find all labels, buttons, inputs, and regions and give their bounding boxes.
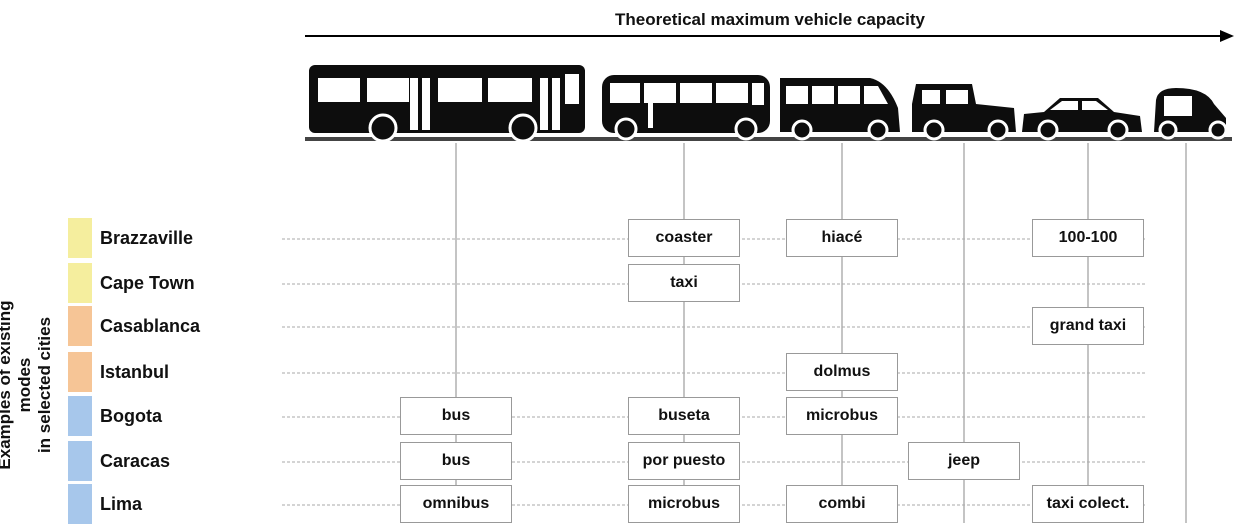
car-icon: [1022, 98, 1142, 141]
capacity-arrow-head: [1220, 30, 1234, 42]
mode-box: por puesto: [628, 442, 740, 480]
city-label: Caracas: [100, 451, 171, 471]
city-label: Casablanca: [100, 316, 201, 336]
mode-box: bus: [400, 442, 512, 480]
city-label: Lima: [100, 494, 143, 514]
region-swatch: [68, 218, 92, 258]
region-swatch: [68, 396, 92, 436]
mode-box: microbus: [786, 397, 898, 435]
ground-line: [305, 137, 1232, 141]
region-swatch: [68, 352, 92, 392]
mode-box: taxi colect.: [1032, 485, 1144, 523]
mode-box: microbus: [628, 485, 740, 523]
mode-box: jeep: [908, 442, 1020, 480]
axis-label: Examples of existing modes in selected c…: [0, 275, 65, 495]
mode-box: coaster: [628, 219, 740, 257]
mode-box: buseta: [628, 397, 740, 435]
city-label: Bogota: [100, 406, 162, 426]
city-label: Brazzaville: [100, 228, 194, 248]
region-swatch: [68, 484, 92, 524]
region-swatch: [68, 441, 92, 481]
van-icon: [780, 78, 900, 141]
mode-box: hiacé: [786, 219, 898, 257]
diagram-title: Theoretical maximum vehicle capacity: [615, 10, 925, 29]
axis-label-line1: Examples of existing modes: [0, 300, 34, 470]
region-swatch: [68, 263, 92, 303]
city-label: Cape Town: [100, 273, 195, 293]
mode-box: taxi: [628, 264, 740, 302]
mode-box: combi: [786, 485, 898, 523]
jeep-icon: [912, 84, 1016, 141]
coaster-icon: [602, 75, 770, 141]
mode-box: bus: [400, 397, 512, 435]
region-swatch: [68, 306, 92, 346]
mode-box: 100-100: [1032, 219, 1144, 257]
axis-label-line2: in selected cities: [35, 316, 54, 454]
mode-box: grand taxi: [1032, 307, 1144, 345]
mode-box: omnibus: [400, 485, 512, 523]
rickshaw-icon: [1154, 88, 1228, 140]
city-label: Istanbul: [100, 362, 170, 382]
bus-icon: [309, 65, 585, 143]
mode-box: dolmus: [786, 353, 898, 391]
